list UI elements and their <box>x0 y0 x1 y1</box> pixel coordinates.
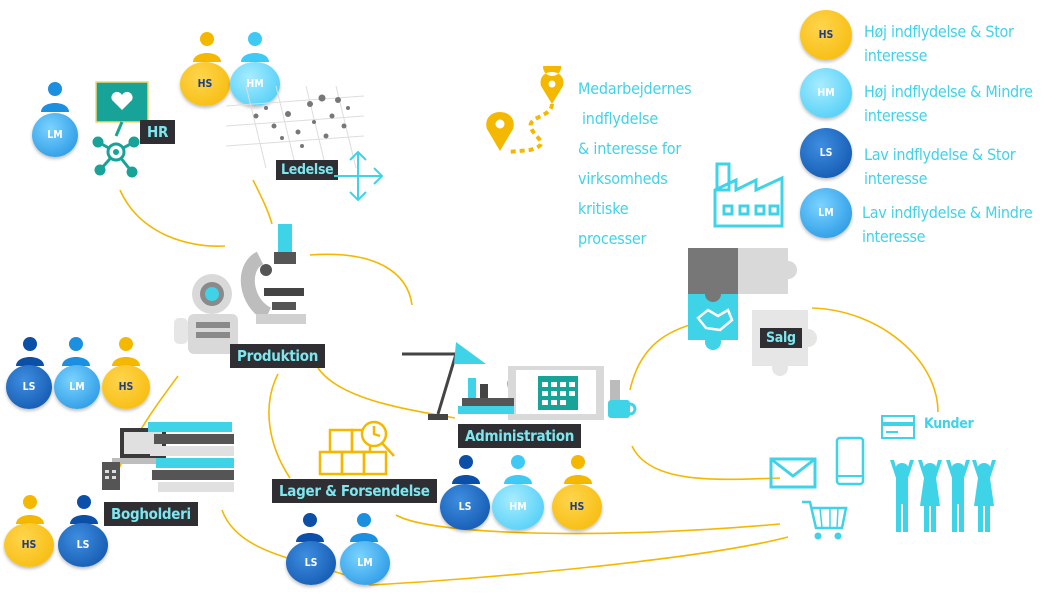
intro-text: Medarbejdernes indflydelse & interesse f… <box>578 74 692 254</box>
intro-line: kritiske <box>578 199 629 218</box>
salg-label: Salg <box>760 328 802 348</box>
stakeholder-code: HM <box>509 501 527 513</box>
legend-hm-circle: HM <box>800 68 852 118</box>
intro-line: virksomheds <box>578 169 668 188</box>
route-pin-icon <box>486 66 564 154</box>
produktion-stakeholder-hs: HS <box>102 365 150 409</box>
produktion-person-ls-icon <box>16 337 44 366</box>
intro-line: Medarbejdernes <box>578 79 692 98</box>
stakeholder-code: LS <box>22 381 36 393</box>
shopping-cart-icon <box>802 500 848 540</box>
stakeholder-code: LS <box>76 539 90 551</box>
legend-hm-code: HM <box>817 87 835 99</box>
produktion-person-lm-icon <box>62 337 90 366</box>
hr-stakeholder-circle: LM <box>32 113 78 157</box>
legend-ls-text: Lav indflydelse & Stor interesse <box>864 145 1016 188</box>
stakeholder-code: LM <box>69 381 85 393</box>
produktion-stakeholder-ls: LS <box>6 365 52 409</box>
intro-line: processer <box>578 229 647 248</box>
administration-stakeholder-hs: HS <box>552 484 602 530</box>
legend-hs-code: HS <box>818 29 834 41</box>
stakeholder-code: LS <box>458 501 472 513</box>
stakeholder-code: LM <box>47 129 63 141</box>
legend-ls-code: LS <box>819 147 833 159</box>
ledelse-person-hm-icon <box>241 32 269 62</box>
stakeholder-code: HS <box>197 78 213 90</box>
bogholderi-stakeholder-hs: HS <box>4 523 54 567</box>
lager-stakeholder-ls: LS <box>286 541 336 585</box>
bogholderi-person-ls-icon <box>70 495 98 524</box>
administration-person-hm-icon <box>504 455 532 484</box>
legend-lm-circle: LM <box>800 188 852 238</box>
ledelse-person-hs-icon <box>193 32 221 62</box>
legend-hs-text: Høj indflydelse & Stor interesse <box>864 22 1014 65</box>
legend-lm-text: Lav indflydelse & Mindre interesse <box>862 203 1033 246</box>
bogholderi-label: Bogholderi <box>104 502 198 526</box>
produktion-label: Produktion <box>230 344 326 368</box>
boxes-search-icon <box>318 420 395 476</box>
stakeholder-code: HS <box>569 501 585 513</box>
stakeholder-code: LS <box>304 557 318 569</box>
legend-lm-code: LM <box>818 207 834 219</box>
credit-card-icon <box>881 415 915 439</box>
produktion-stakeholder-lm: LM <box>54 365 100 409</box>
stakeholder-code: LM <box>357 557 373 569</box>
envelope-icon <box>769 457 817 489</box>
bogholderi-person-hs-icon <box>16 495 44 524</box>
ledelse-stakeholder-hm: HM <box>230 62 280 106</box>
phone-icon <box>835 436 865 486</box>
administration-stakeholder-hm: HM <box>492 484 544 530</box>
factory-icon <box>713 162 784 228</box>
bogholderi-stakeholder-ls: LS <box>58 523 108 567</box>
arrows-icon <box>334 150 384 202</box>
heart-network-icon <box>92 81 149 178</box>
administration-stakeholder-ls: LS <box>440 484 490 530</box>
ledelse-stakeholder-hs: HS <box>180 62 230 106</box>
books-laptop-icon <box>102 422 234 492</box>
hr-label: HR <box>140 120 176 144</box>
legend-ls-circle: LS <box>800 128 852 178</box>
scatter-grid-icon <box>226 86 364 168</box>
stakeholder-code: HM <box>246 78 264 90</box>
stakeholder-code: HS <box>21 539 37 551</box>
lager-person-lm-icon <box>350 513 378 542</box>
lager-person-ls-icon <box>296 513 324 542</box>
ledelse-label: Ledelse <box>276 160 339 180</box>
puzzle-handshake-icon <box>688 248 817 376</box>
legend-hm-text: Høj indflydelse & Mindre interesse <box>864 82 1033 125</box>
legend-hs-circle: HS <box>800 10 852 60</box>
intro-line: indflydelse <box>582 109 659 128</box>
desk-workspace-icon <box>402 342 637 420</box>
administration-person-ls-icon <box>452 455 480 484</box>
administration-label: Administration <box>458 424 582 448</box>
kunder-label: Kunder <box>924 416 974 432</box>
hr-person-icon <box>41 82 69 112</box>
customers-group-icon <box>890 460 996 532</box>
intro-line: & interesse for <box>578 139 682 158</box>
lager-label: Lager & Forsendelse <box>272 479 437 503</box>
administration-person-hs-icon <box>564 455 592 484</box>
stakeholder-code: HS <box>118 381 134 393</box>
lager-stakeholder-lm: LM <box>340 541 390 585</box>
produktion-person-hs-icon <box>112 337 140 366</box>
